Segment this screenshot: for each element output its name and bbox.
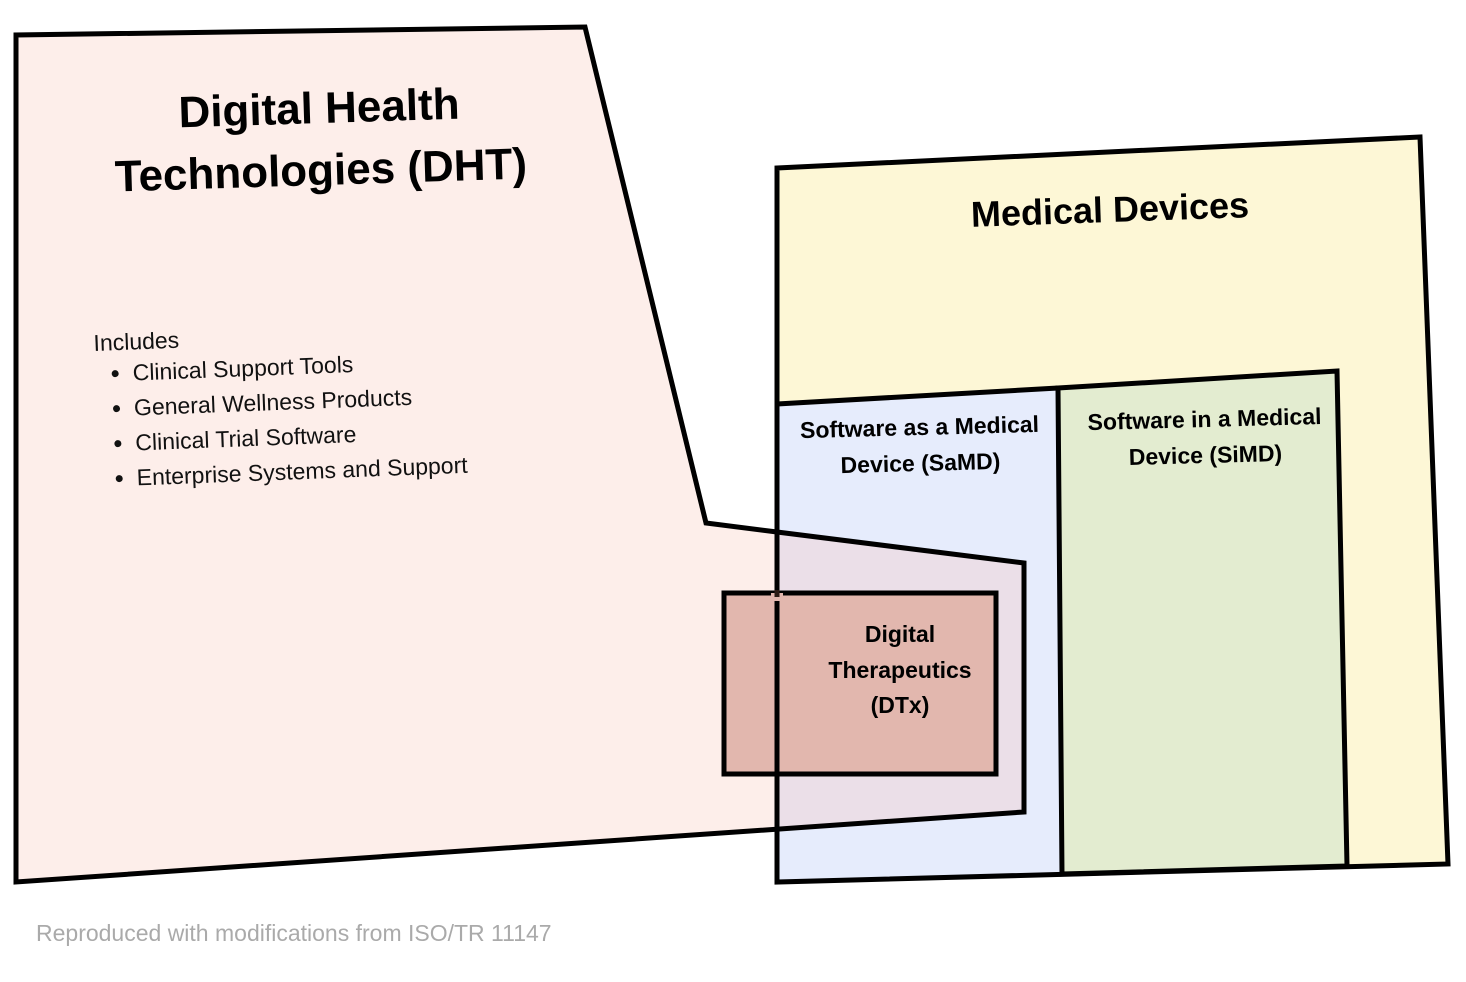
dtx-title: Digital Therapeutics (DTx) bbox=[828, 621, 972, 719]
samd-top-border bbox=[776, 385, 1059, 407]
dtx-region bbox=[721, 590, 999, 777]
dht-outline bbox=[13, 24, 1027, 885]
list-item: Clinical Trial Software bbox=[135, 417, 467, 457]
dht-title: Digital Health Technologies (DHT) bbox=[114, 79, 528, 202]
simd-title: Software in a Medical Device (SiMD) bbox=[1087, 402, 1322, 470]
dht-includes: Includes Clinical Support Tools General … bbox=[93, 316, 468, 501]
dht-items-list: Clinical Support Tools General Wellness … bbox=[94, 347, 468, 493]
simd-region bbox=[1058, 371, 1347, 874]
dht-region bbox=[16, 27, 777, 882]
samd-title: Software as a Medical Device (SaMD) bbox=[799, 410, 1040, 478]
source-caption: Reproduced with modifications from ISO/T… bbox=[36, 920, 552, 946]
list-item: Enterprise Systems and Support bbox=[136, 452, 468, 492]
medical-devices-outline bbox=[774, 134, 1451, 885]
simd-outline bbox=[1055, 368, 1350, 877]
list-item: General Wellness Products bbox=[134, 382, 466, 422]
